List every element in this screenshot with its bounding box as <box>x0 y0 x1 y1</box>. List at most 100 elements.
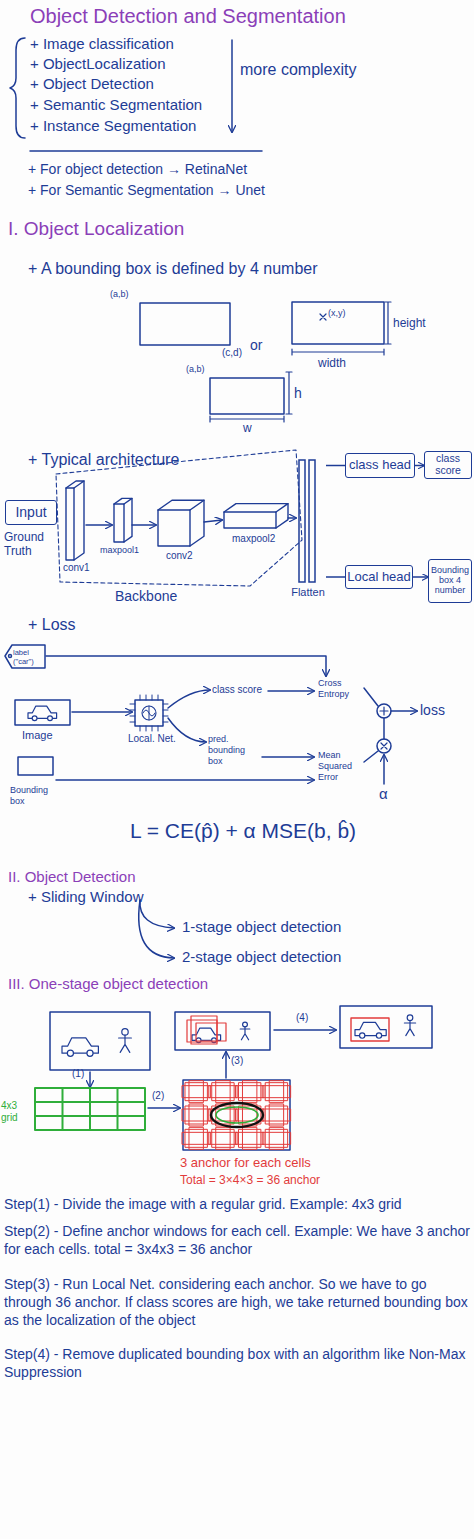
anchor-box <box>216 1127 230 1149</box>
annotation: more complexity <box>240 60 356 79</box>
anchor-box <box>243 1081 257 1103</box>
sketch-line <box>274 1029 336 1031</box>
sketch-line <box>288 517 296 519</box>
list-item: + Typical architecture <box>28 450 179 469</box>
layer-block <box>158 500 204 510</box>
annotation: 3 anchor for each cells <box>180 1155 311 1171</box>
person-sketch <box>404 1020 415 1035</box>
layer-block <box>114 498 132 504</box>
sketch-line <box>168 690 210 708</box>
anchor-box <box>270 1104 284 1126</box>
car-sketch <box>32 716 37 721</box>
person-sketch <box>122 1029 128 1035</box>
sketch-line <box>391 710 417 712</box>
dimension-label: height <box>393 316 426 330</box>
label-tag <box>9 655 12 658</box>
annotation: loss <box>420 702 445 719</box>
formula: L = CE(p̂) + α MSE(b, b̂) <box>130 818 356 843</box>
node-label: class head <box>349 458 411 472</box>
network-chip <box>130 695 168 731</box>
sketch-line <box>364 751 378 762</box>
list-item: + Loss <box>28 615 76 634</box>
sketch-line <box>204 520 222 522</box>
output-box: Bounding box 4 number <box>428 559 472 603</box>
layer-block <box>66 488 74 560</box>
list-item: + Instance Segmentation <box>30 117 196 135</box>
annotation: 2-stage object detection <box>182 948 341 966</box>
bounding-box-sketch <box>18 757 53 775</box>
image-frame <box>183 1080 290 1150</box>
person-sketch <box>119 1035 132 1052</box>
grid-sketch <box>117 1088 119 1130</box>
annotation: or <box>250 337 262 354</box>
network-chip <box>130 695 168 731</box>
anchor-box <box>182 1109 210 1121</box>
sketch-line <box>86 524 112 526</box>
step-text: Step(3) - Run Local Net. considering eac… <box>4 1275 470 1330</box>
grid-sketch <box>35 1101 145 1103</box>
sketch-line <box>225 1052 227 1078</box>
grid-sketch <box>35 1115 145 1117</box>
sketch-line <box>383 755 385 784</box>
output-box: class score <box>424 451 472 479</box>
sketch-line <box>364 688 378 706</box>
network-chip <box>143 706 155 720</box>
section-heading: II. Object Detection <box>8 868 136 886</box>
layer-block <box>124 498 132 542</box>
network-chip <box>135 700 163 726</box>
node-label: class score <box>425 453 471 476</box>
node-label: Local head <box>347 570 411 584</box>
anchor-box <box>189 1081 203 1103</box>
sketch-line <box>139 900 174 958</box>
step-text: Step(2) - Define anchor windows for each… <box>4 1222 470 1258</box>
object-highlight <box>216 1107 258 1123</box>
list-item: + A bounding box is defined by 4 number <box>28 259 318 278</box>
detection-box <box>191 1016 217 1044</box>
list-item: + For object detection → RetinaNet <box>28 161 247 178</box>
connector-arrow <box>413 576 428 578</box>
flatten-layer: Flatten <box>290 452 326 598</box>
sketch-line <box>132 524 156 526</box>
dimension-label: h <box>294 385 302 402</box>
node-label: Input <box>15 505 46 520</box>
caption: Image <box>22 729 53 742</box>
layer-block <box>190 500 204 546</box>
connector-arrow <box>415 465 424 467</box>
image-frame <box>15 700 70 725</box>
flatten-bar <box>299 460 305 582</box>
flatten-bars <box>290 458 326 586</box>
layer-label: maxpool2 <box>232 533 275 545</box>
symbol-label: α <box>379 785 388 803</box>
dimension-label: w <box>243 421 252 435</box>
dimension-line <box>385 302 391 344</box>
callout-number: (4) <box>296 1012 308 1024</box>
annotation: class score <box>212 684 270 696</box>
car-sketch <box>67 1050 73 1056</box>
dimension-label: width <box>318 356 346 370</box>
sum-node <box>380 707 388 715</box>
grid-sketch <box>35 1088 145 1130</box>
bounding-box-sketch <box>292 302 384 344</box>
anchor-box <box>236 1109 264 1121</box>
grid-sketch <box>89 1088 91 1130</box>
sketch-line <box>383 718 385 739</box>
layer-block <box>224 504 288 512</box>
callout-number: (2) <box>152 1090 164 1102</box>
layer-block <box>158 510 190 546</box>
coordinate-label: (a,b) <box>186 364 205 375</box>
list-item: + Semantic Segmentation <box>30 96 202 114</box>
node-label: Flatten <box>291 586 325 598</box>
anchor-box <box>270 1127 284 1149</box>
anchor-box <box>209 1086 237 1098</box>
anchor-box <box>243 1127 257 1149</box>
image-frame <box>340 1006 432 1048</box>
section-heading: I. Object Localization <box>8 218 184 241</box>
annotation: Ground Truth <box>4 530 56 559</box>
backbone-outline <box>56 450 302 586</box>
car-sketch <box>360 1033 365 1038</box>
layer-label: conv1 <box>63 562 90 574</box>
head-box: class head <box>345 453 415 478</box>
network-chip <box>142 706 156 720</box>
coordinate-label: (a,b) <box>110 289 129 300</box>
